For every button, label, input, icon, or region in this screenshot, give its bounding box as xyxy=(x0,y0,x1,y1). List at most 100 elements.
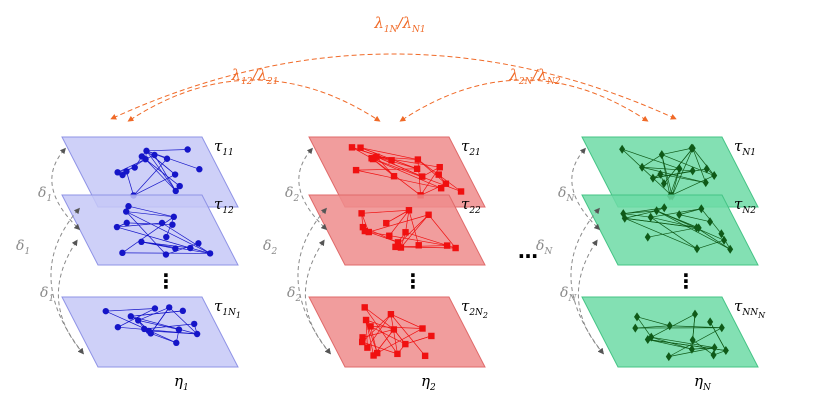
layer-red-2[interactable]: τ22 xyxy=(308,194,486,266)
network-edge xyxy=(116,226,191,249)
network-edge xyxy=(671,148,694,197)
delta-label: δN xyxy=(560,285,577,304)
network-node xyxy=(362,316,370,324)
layer-red-3[interactable]: τ2N2 xyxy=(308,296,488,368)
network-edge xyxy=(368,231,448,246)
network-edge xyxy=(361,313,392,343)
network-node xyxy=(436,163,443,171)
delta-arc xyxy=(51,147,81,231)
network-node xyxy=(419,173,426,180)
network-node xyxy=(187,244,194,252)
network-edge xyxy=(130,315,198,335)
delta-label: δ2 xyxy=(287,285,301,304)
network-node xyxy=(123,219,130,227)
layer-label: τ1N1 xyxy=(214,297,241,320)
network-edge xyxy=(168,307,198,335)
network-node xyxy=(639,162,646,172)
network-node xyxy=(647,212,654,222)
network-node xyxy=(172,187,179,195)
network-node xyxy=(193,330,201,338)
coupling-label-left: λ12/λ21 xyxy=(231,66,279,87)
layer-blue-3[interactable]: τ1N1 xyxy=(61,296,241,368)
network-edge xyxy=(364,307,395,330)
network-node xyxy=(689,166,696,176)
network-edge xyxy=(145,158,176,192)
network-edge xyxy=(146,149,188,152)
network-node xyxy=(666,321,673,331)
network-node xyxy=(364,344,371,351)
network-edge xyxy=(150,307,170,334)
network-edge xyxy=(148,330,198,335)
network-node xyxy=(388,157,395,164)
network-edge xyxy=(376,156,418,160)
network-edge xyxy=(651,336,715,348)
network-node xyxy=(175,326,183,333)
network-edge xyxy=(428,214,456,249)
delta-arc xyxy=(570,207,604,355)
network-node xyxy=(195,240,202,247)
network-edge xyxy=(364,307,398,355)
coupling-arc-right xyxy=(399,79,649,122)
network-node xyxy=(688,344,695,354)
network-node xyxy=(179,307,187,315)
layer-plane xyxy=(581,136,759,208)
layer-green-3[interactable]: τNNN xyxy=(581,296,766,368)
network-edge xyxy=(656,210,731,250)
network-edge xyxy=(141,156,180,187)
layer-label: τ11 xyxy=(214,137,234,158)
network-node xyxy=(619,144,626,154)
network-edge xyxy=(692,314,696,341)
network-edge xyxy=(367,314,392,348)
network-node xyxy=(405,207,413,214)
network-edge xyxy=(390,313,426,357)
network-edge xyxy=(696,227,731,250)
network-node xyxy=(131,164,138,171)
network-node xyxy=(367,323,374,330)
network-edge xyxy=(372,158,442,189)
network-node xyxy=(176,182,183,190)
delta-arc xyxy=(578,239,604,355)
network-node xyxy=(172,245,179,252)
network-edge xyxy=(636,316,652,338)
network-edge xyxy=(696,239,725,250)
network-node xyxy=(711,343,718,353)
network-node xyxy=(718,323,725,333)
network-node xyxy=(123,168,130,175)
network-edge xyxy=(133,174,176,196)
network-node xyxy=(390,326,398,333)
network-node xyxy=(703,164,710,174)
network-node xyxy=(114,323,122,331)
network-node xyxy=(138,153,146,160)
network-node xyxy=(394,350,401,358)
layer-ellipsis: ⋮ xyxy=(403,269,423,293)
layer-red-1[interactable]: τ21 xyxy=(308,136,486,208)
network-edge xyxy=(408,210,420,246)
network-node xyxy=(707,317,714,327)
network-edge xyxy=(190,247,211,254)
network-node xyxy=(359,334,366,341)
layer-blue-2[interactable]: τ12 xyxy=(61,194,239,266)
network-node xyxy=(661,203,668,213)
delta-label: δ2 xyxy=(285,185,299,204)
network-edge xyxy=(390,314,398,354)
network-node xyxy=(158,219,166,227)
network-node xyxy=(414,156,422,163)
network-edge xyxy=(376,156,423,177)
network-node xyxy=(359,338,366,346)
delta-arc xyxy=(297,207,331,355)
layer-green-2[interactable]: τN2 xyxy=(581,194,759,266)
layer-blue-1[interactable]: τ11 xyxy=(61,136,239,208)
network-edge xyxy=(390,313,423,329)
network-node xyxy=(660,179,667,189)
network-edge xyxy=(154,154,177,192)
network-node xyxy=(374,349,381,357)
network-edge xyxy=(650,208,702,218)
network-node xyxy=(143,147,150,155)
network-node xyxy=(138,238,145,246)
network-node xyxy=(383,219,390,227)
network-node xyxy=(370,352,377,359)
delta-arc xyxy=(50,207,84,355)
